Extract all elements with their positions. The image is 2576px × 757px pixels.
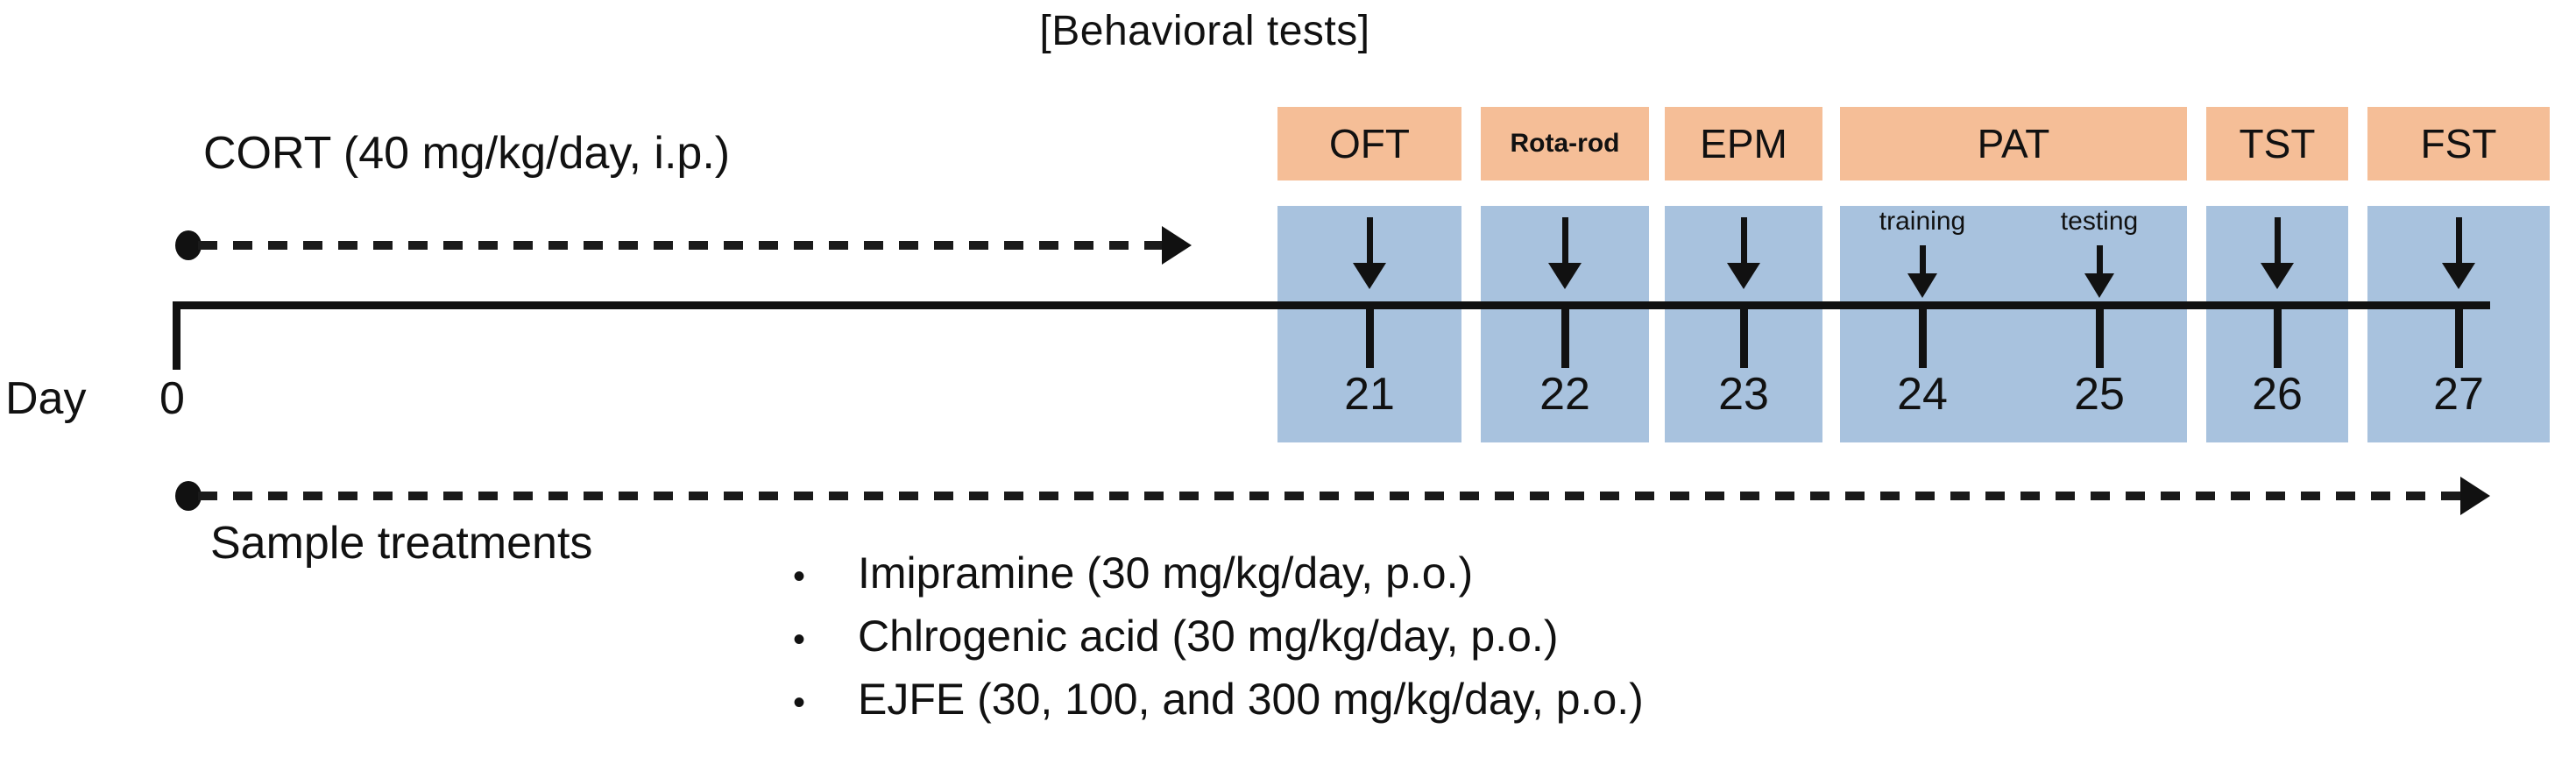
test-header-epm[interactable]: EPM <box>1665 107 1822 180</box>
day-tick-22 <box>1561 308 1569 368</box>
test-arrow-shaft-fst <box>2456 217 2462 275</box>
treatment-item: • EJFE (30, 100, and 300 mg/kg/day, p.o.) <box>793 674 1644 737</box>
cort-duration-arrow <box>175 226 1192 265</box>
test-arrow-shaft-tst <box>2275 217 2281 275</box>
timeline-day0-tick <box>173 301 180 370</box>
cort-arrow-dashed-line <box>198 241 1162 250</box>
day-tick-26 <box>2274 308 2282 368</box>
treatment-list: • Imipramine (30 mg/kg/day, p.o.) • Chlroge… <box>793 548 1644 737</box>
test-arrow-head-oft <box>1353 263 1386 289</box>
treatment-arrow-arrowhead <box>2460 477 2490 515</box>
day-number-22: 22 <box>1539 369 1590 420</box>
sample-treatment-duration-arrow <box>175 477 2490 515</box>
treatment-text: Chlrogenic acid (30 mg/kg/day, p.o.) <box>858 612 1559 661</box>
test-header-oft[interactable]: OFT <box>1277 107 1461 180</box>
treatment-arrow-start-dot <box>175 481 202 511</box>
pat-phase-arrow-head-training <box>1907 273 1937 298</box>
treatment-item: • Imipramine (30 mg/kg/day, p.o.) <box>793 548 1644 611</box>
day-number-23: 23 <box>1718 369 1769 420</box>
test-header-pat[interactable]: PAT <box>1840 107 2187 180</box>
bullet-icon: • <box>793 683 806 722</box>
pat-phase-arrow-head-testing <box>2084 273 2114 298</box>
pat-phase-arrow-shaft-training <box>1920 245 1926 282</box>
test-arrow-head-epm <box>1727 263 1760 289</box>
test-arrow-head-tst <box>2261 263 2294 289</box>
behavioral-tests-title: [Behavioral tests] <box>1039 8 1370 54</box>
day-number-24: 24 <box>1897 369 1948 420</box>
test-arrow-shaft-epm <box>1741 217 1747 275</box>
day-number-26: 26 <box>2252 369 2303 420</box>
day-tick-25 <box>2096 308 2104 368</box>
pat-phase-label-testing: testing <box>2060 207 2139 236</box>
day-tick-21 <box>1366 308 1374 368</box>
treatment-text: Imipramine (30 mg/kg/day, p.o.) <box>858 548 1474 598</box>
test-header-rota-rod[interactable]: Rota-rod <box>1481 107 1649 180</box>
bullet-icon: • <box>793 620 806 659</box>
test-arrow-head-rota-rod <box>1548 263 1582 289</box>
pat-phase-label-training: training <box>1879 207 1966 236</box>
day-tick-24 <box>1919 308 1927 368</box>
treatment-text: EJFE (30, 100, and 300 mg/kg/day, p.o.) <box>858 675 1644 724</box>
day-number-27: 27 <box>2433 369 2484 420</box>
test-arrow-shaft-oft <box>1367 217 1373 275</box>
test-block-pat <box>1840 206 2187 442</box>
day-tick-23 <box>1740 308 1748 368</box>
cort-treatment-label: CORT (40 mg/kg/day, i.p.) <box>203 128 731 179</box>
test-arrow-head-fst <box>2442 263 2475 289</box>
pat-phase-arrow-shaft-testing <box>2097 245 2103 282</box>
sample-treatments-label: Sample treatments <box>210 518 593 569</box>
day-tick-27 <box>2455 308 2463 368</box>
test-arrow-shaft-rota-rod <box>1562 217 1568 275</box>
day-number-21: 21 <box>1344 369 1395 420</box>
cort-arrow-start-dot <box>175 230 202 260</box>
day-number-25: 25 <box>2074 369 2125 420</box>
cort-arrow-arrowhead <box>1162 226 1192 265</box>
day-axis-label: Day <box>5 373 87 424</box>
test-header-tst[interactable]: TST <box>2206 107 2348 180</box>
day-zero-value: 0 <box>159 373 185 424</box>
bullet-icon: • <box>793 557 806 596</box>
test-header-fst[interactable]: FST <box>2367 107 2550 180</box>
treatment-item: • Chlrogenic acid (30 mg/kg/day, p.o.) <box>793 611 1644 674</box>
treatment-arrow-dashed-line <box>198 492 2460 500</box>
timeline-axis <box>173 301 2490 309</box>
